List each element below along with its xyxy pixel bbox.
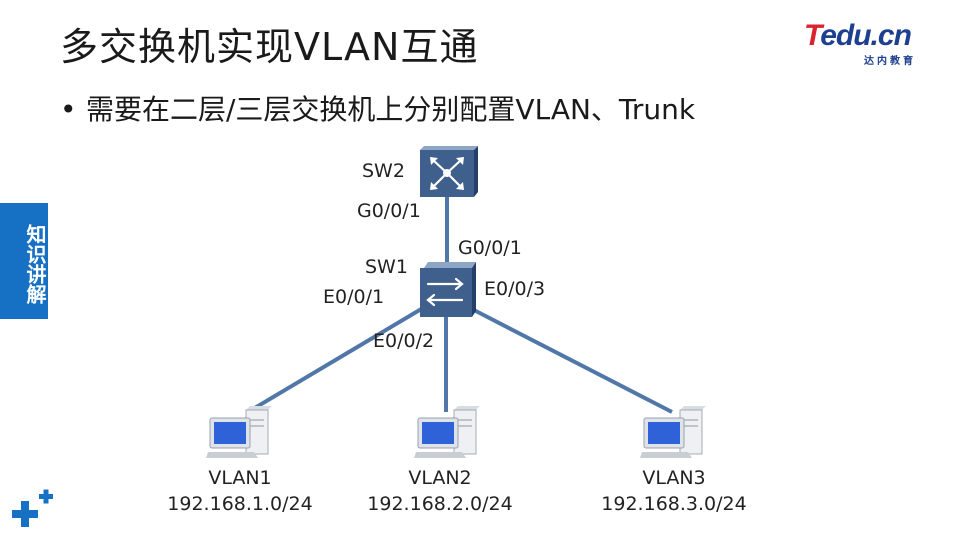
logo-subtitle: 达内教育 xyxy=(864,56,916,67)
host-vlan3-name: VLAN3 xyxy=(642,467,706,489)
pc-icon-vlan2 xyxy=(414,406,480,458)
sw1-port-mid-label: E0/0/2 xyxy=(373,330,435,352)
section-tab: 知识讲解 xyxy=(0,203,48,319)
host-vlan1-network: 192.168.1.0/24 xyxy=(167,493,313,515)
sw1-uplink-port-label: G0/0/1 xyxy=(458,237,522,259)
tedu-logo: Tedu.cn 达内教育 xyxy=(804,18,936,68)
sw2-label: SW2 xyxy=(362,160,405,182)
link-sw1-vlan3 xyxy=(469,306,673,414)
bullet-text: 需要在二层/三层交换机上分别配置VLAN、Trunk xyxy=(86,93,696,126)
bullet-marker: • xyxy=(60,93,77,126)
host-vlan2-network: 192.168.2.0/24 xyxy=(367,493,513,515)
sw1-port-left-label: E0/0/1 xyxy=(323,286,385,308)
host-vlan3-network: 192.168.3.0/24 xyxy=(601,493,747,515)
host-vlan1: VLAN1 192.168.1.0/24 xyxy=(140,465,340,517)
host-vlan2-name: VLAN2 xyxy=(408,467,472,489)
pc-icon-vlan1 xyxy=(206,406,272,458)
plus-decoration-icon xyxy=(12,489,53,527)
section-tab-label: 知识讲解 xyxy=(23,224,47,304)
logo-brand: Tedu.cn xyxy=(804,19,912,52)
link-sw1-vlan1 xyxy=(246,306,425,414)
page-title: 多交换机实现VLAN互通 xyxy=(60,25,479,69)
layer3-switch-icon xyxy=(420,146,478,197)
sw1-port-right-label: E0/0/3 xyxy=(484,278,546,300)
layer2-switch-icon xyxy=(420,262,476,317)
host-vlan3: VLAN3 192.168.3.0/24 xyxy=(574,465,774,517)
sw1-label: SW1 xyxy=(365,256,408,278)
sw2-port-label: G0/0/1 xyxy=(357,200,421,222)
host-vlan2: VLAN2 192.168.2.0/24 xyxy=(340,465,540,517)
host-vlan1-name: VLAN1 xyxy=(208,467,272,489)
pc-icon-vlan3 xyxy=(640,406,706,458)
bullet-point: • 需要在二层/三层交换机上分别配置VLAN、Trunk xyxy=(60,90,695,130)
